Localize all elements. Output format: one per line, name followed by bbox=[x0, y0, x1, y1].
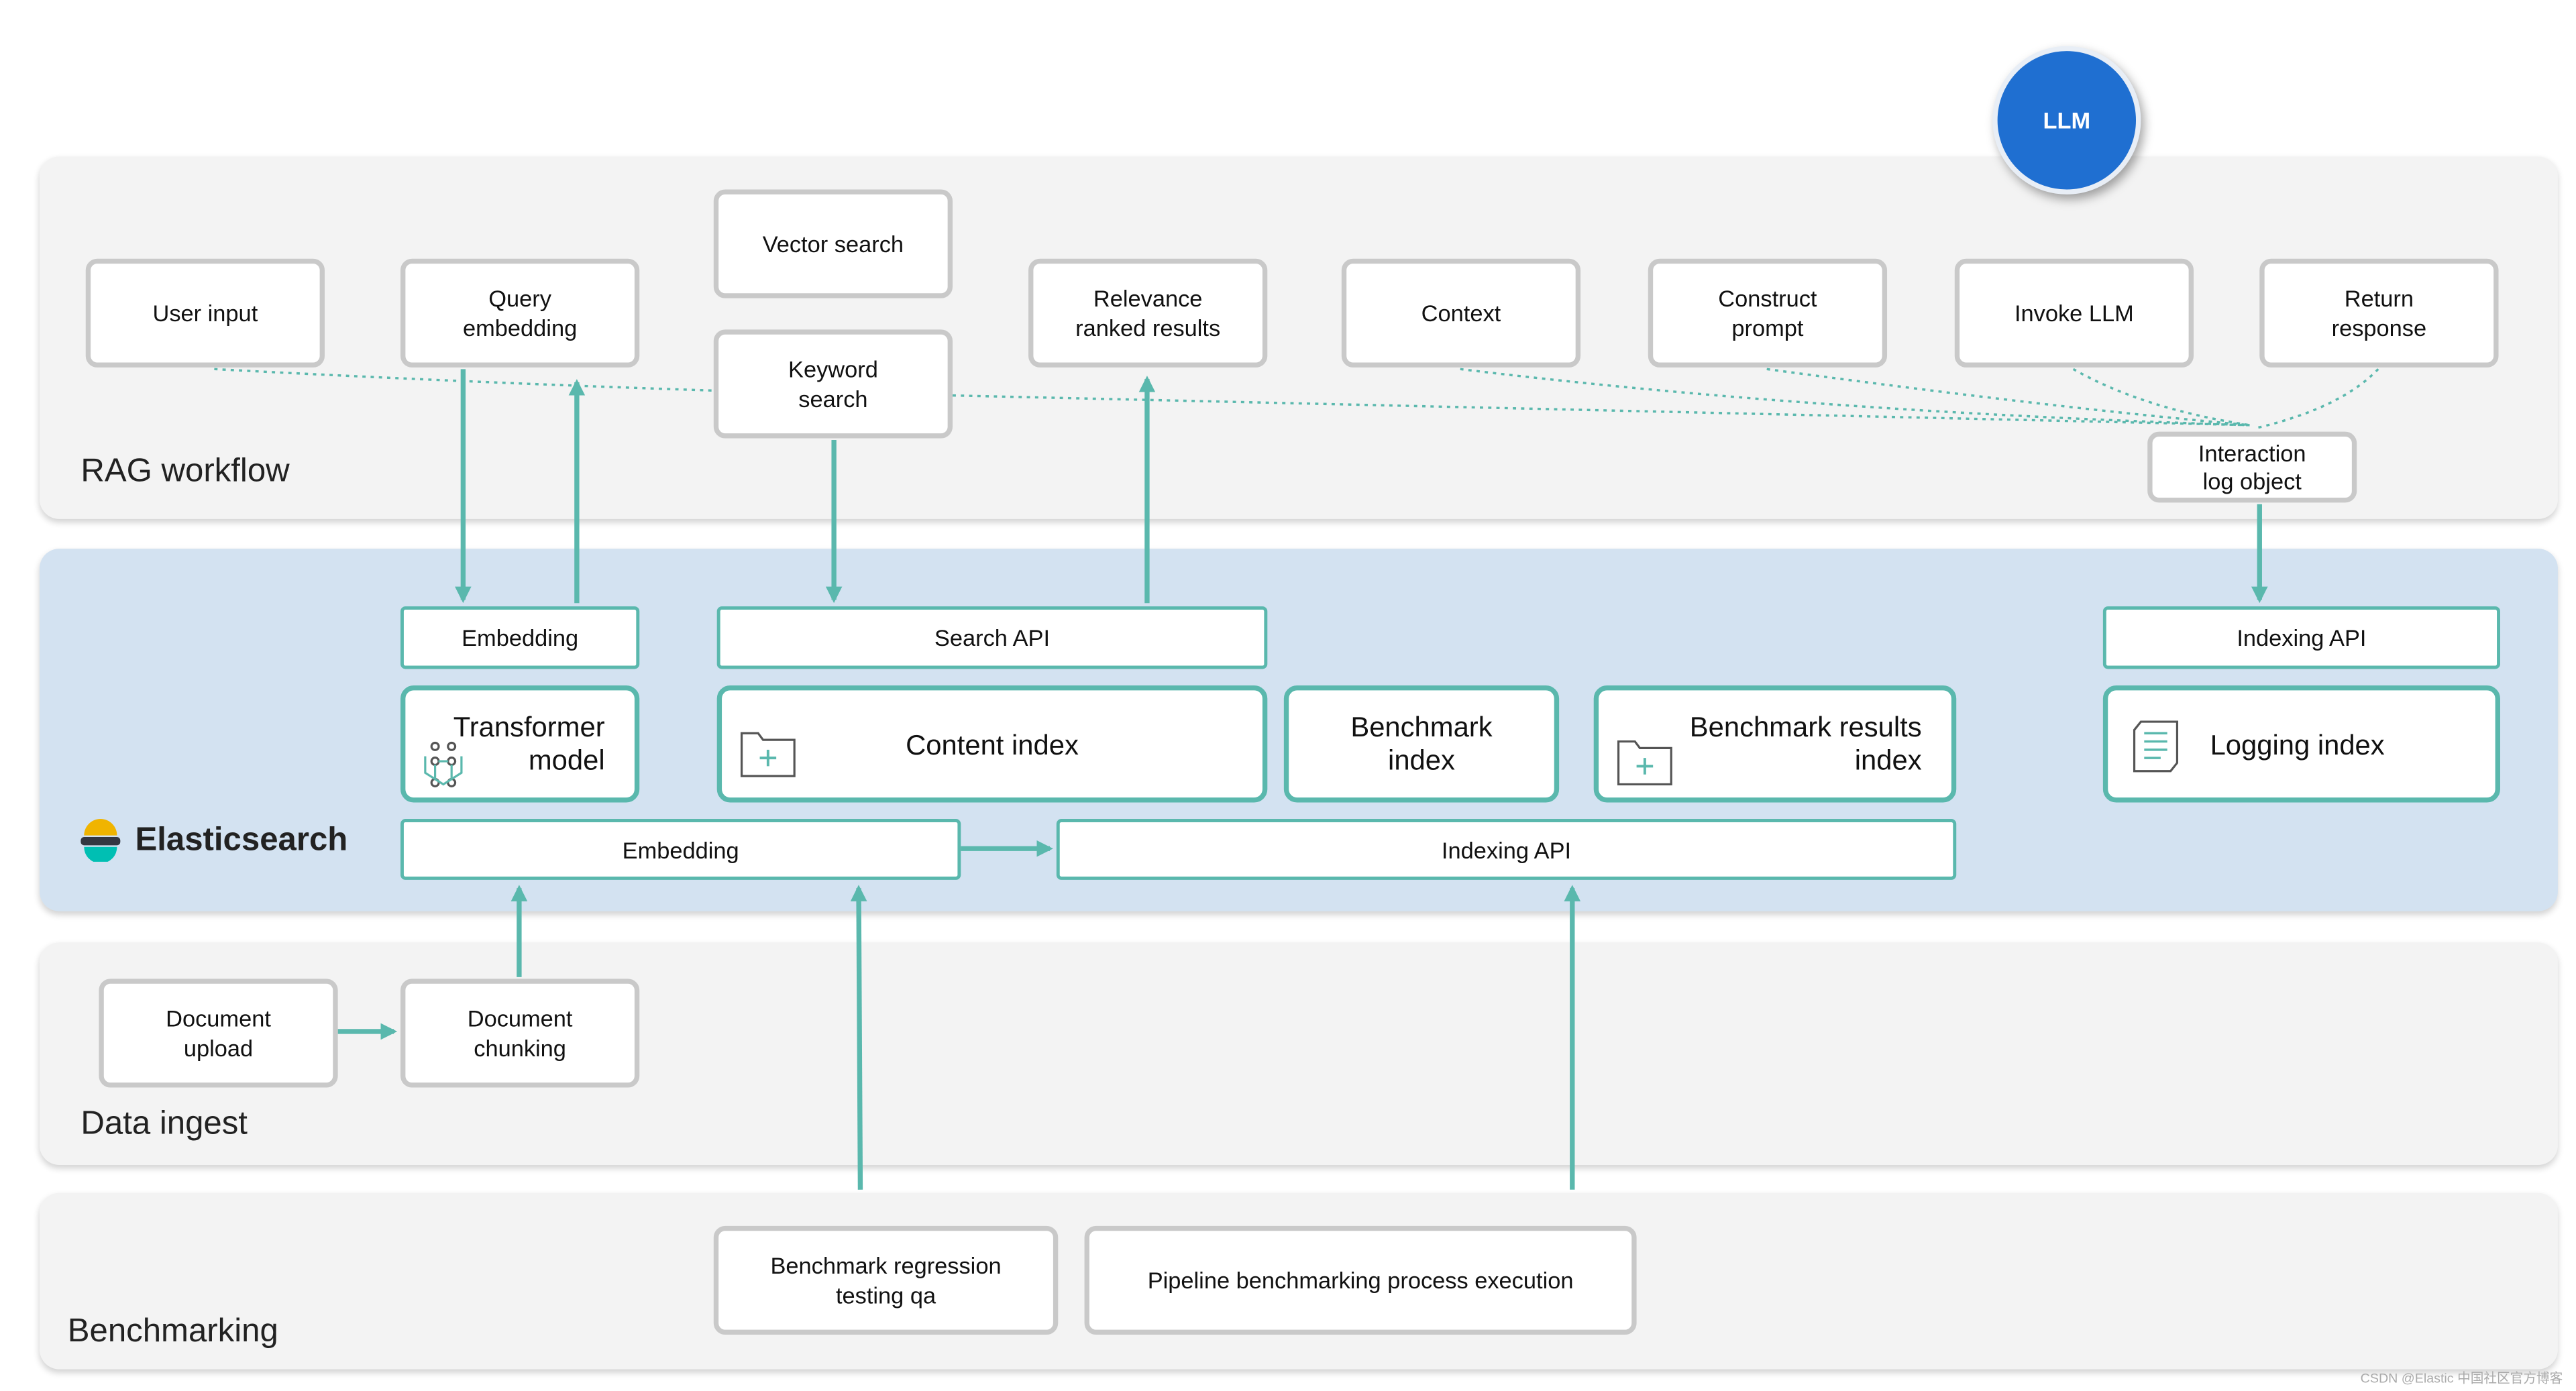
construct-prompt-box: Construct prompt bbox=[1648, 258, 1888, 368]
dotted-link-return-response bbox=[2254, 368, 2379, 430]
logging-index-label: Logging index bbox=[2210, 730, 2385, 762]
query-embedding-box: Query embedding bbox=[400, 258, 640, 368]
embedding-bottom-box: Embedding bbox=[400, 819, 961, 880]
transformer-model-index: Transformer model bbox=[400, 685, 640, 803]
llm-node: LLM bbox=[1992, 46, 2141, 194]
folder-add-icon bbox=[1617, 740, 1672, 786]
search-api-box: Search API bbox=[716, 606, 1268, 669]
document-upload-box: Document upload bbox=[99, 979, 338, 1088]
transformer-model-label: Transformer model bbox=[453, 712, 605, 777]
pipeline-benchmarking-box: Pipeline benchmarking process execution bbox=[1084, 1225, 1637, 1335]
content-index-label: Content index bbox=[906, 730, 1079, 762]
benchmark-index-label: Benchmark index bbox=[1350, 712, 1493, 777]
elasticsearch-label: Elasticsearch bbox=[135, 821, 348, 858]
vector-search-box: Vector search bbox=[713, 189, 953, 298]
dotted-link-invoke-llm bbox=[2072, 368, 2250, 427]
benchmark-results-index: Benchmark results index bbox=[1593, 685, 1957, 803]
dotted-link-construct-prompt bbox=[1766, 368, 2250, 427]
data-ingest-label: Data ingest bbox=[80, 1105, 248, 1142]
interaction-log-object-box: Interaction log object bbox=[2147, 431, 2357, 503]
folder-add-icon bbox=[740, 732, 796, 777]
rag-workflow-label: RAG workflow bbox=[80, 453, 290, 490]
indexing-api-top-box: Indexing API bbox=[2102, 606, 2500, 669]
keyword-search-box: Keyword search bbox=[713, 329, 953, 439]
benchmarking-label: Benchmarking bbox=[67, 1313, 278, 1350]
benchmark-results-index-label: Benchmark results index bbox=[1689, 712, 1922, 777]
benchmark-index: Benchmark index bbox=[1283, 685, 1560, 803]
content-index: Content index bbox=[716, 685, 1268, 803]
benchmark-regression-box: Benchmark regression testing qa bbox=[713, 1225, 1059, 1335]
relevance-ranked-results-box: Relevance ranked results bbox=[1028, 258, 1268, 368]
dotted-link-context bbox=[1460, 368, 2250, 427]
logging-index: Logging index bbox=[2102, 685, 2500, 803]
user-input-box: User input bbox=[85, 258, 325, 368]
neural-network-icon bbox=[424, 741, 463, 787]
elasticsearch-brand: Elasticsearch bbox=[79, 819, 347, 862]
return-response-box: Return response bbox=[2259, 258, 2499, 368]
document-chunking-box: Document chunking bbox=[400, 979, 640, 1088]
elastic-logo-icon bbox=[80, 819, 121, 862]
context-box: Context bbox=[1341, 258, 1581, 368]
indexing-api-bottom-box: Indexing API bbox=[1056, 819, 1957, 880]
document-list-icon bbox=[2133, 720, 2179, 773]
embedding-top-box: Embedding bbox=[400, 606, 640, 669]
arrow-regression-to-embedding bbox=[850, 885, 867, 1190]
dotted-link-keyword-relevance bbox=[952, 394, 2250, 427]
invoke-llm-box: Invoke LLM bbox=[1954, 258, 2194, 368]
watermark: CSDN @Elastic 中国社区官方博客 bbox=[2360, 1371, 2563, 1386]
